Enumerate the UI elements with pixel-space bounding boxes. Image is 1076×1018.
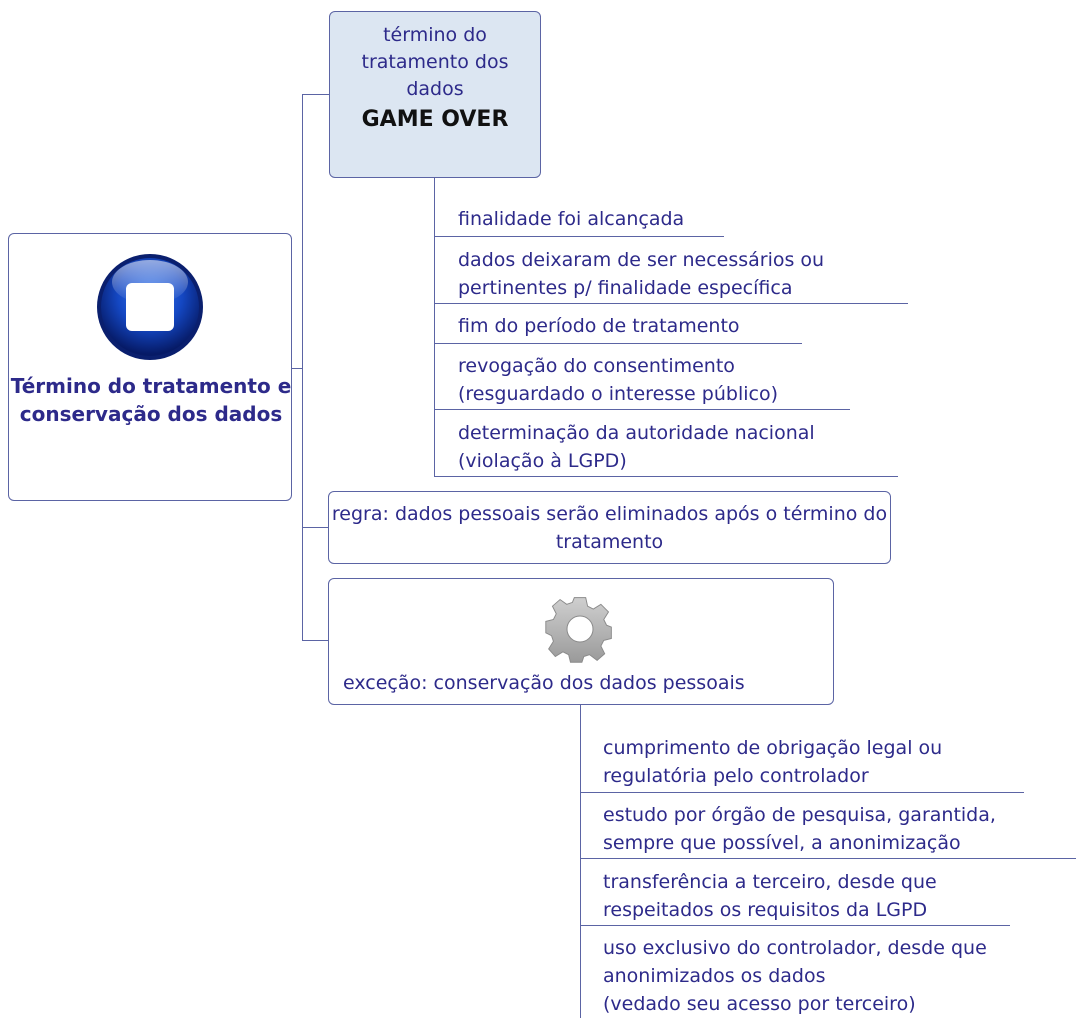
connector — [302, 527, 328, 528]
connector — [302, 640, 328, 641]
exception-text: exceção: conservação dos dados pessoais — [343, 672, 745, 694]
end-child-item[interactable]: revogação do consentimento (resguardado … — [458, 355, 778, 405]
end-subtitle: término do tratamento dos dados — [361, 24, 509, 100]
root-title: Término do tratamento e conservação dos … — [10, 374, 292, 426]
item-underline — [580, 858, 1076, 859]
item-underline — [434, 476, 898, 477]
stop-icon — [97, 254, 203, 360]
item-underline — [580, 792, 1024, 793]
item-underline — [580, 925, 1010, 926]
gear-icon — [545, 597, 612, 663]
exception-child-item[interactable]: uso exclusivo do controlador, desde que … — [603, 937, 987, 1015]
connector — [434, 178, 435, 476]
game-over-label: GAME OVER — [361, 107, 509, 132]
exception-child-item[interactable]: cumprimento de obrigação legal ou regula… — [603, 737, 943, 787]
item-underline — [434, 409, 850, 410]
item-underline — [434, 343, 802, 344]
rule-text: regra: dados pessoais serão eliminados a… — [331, 503, 888, 553]
end-child-item[interactable]: determinação da autoridade nacional (vio… — [458, 422, 815, 472]
connector — [580, 705, 581, 1018]
item-underline — [434, 303, 908, 304]
end-child-item[interactable]: dados deixaram de ser necessários ou per… — [458, 249, 825, 299]
connector — [302, 94, 329, 95]
end-of-treatment-node[interactable]: término do tratamento dos dados GAME OVE… — [329, 11, 541, 178]
connector — [292, 368, 302, 369]
exception-child-item[interactable]: estudo por órgão de pesquisa, garantida,… — [603, 804, 996, 854]
end-child-item[interactable]: finalidade foi alcançada — [458, 208, 685, 230]
exception-node[interactable]: exceção: conservação dos dados pessoais — [328, 578, 834, 705]
item-underline — [434, 236, 724, 237]
end-child-item[interactable]: fim do período de tratamento — [458, 315, 740, 337]
connector — [302, 94, 303, 640]
root-topic[interactable]: Término do tratamento e conservação dos … — [8, 233, 292, 501]
exception-child-item[interactable]: transferência a terceiro, desde que resp… — [603, 871, 937, 921]
rule-node[interactable]: regra: dados pessoais serão eliminados a… — [328, 491, 891, 564]
